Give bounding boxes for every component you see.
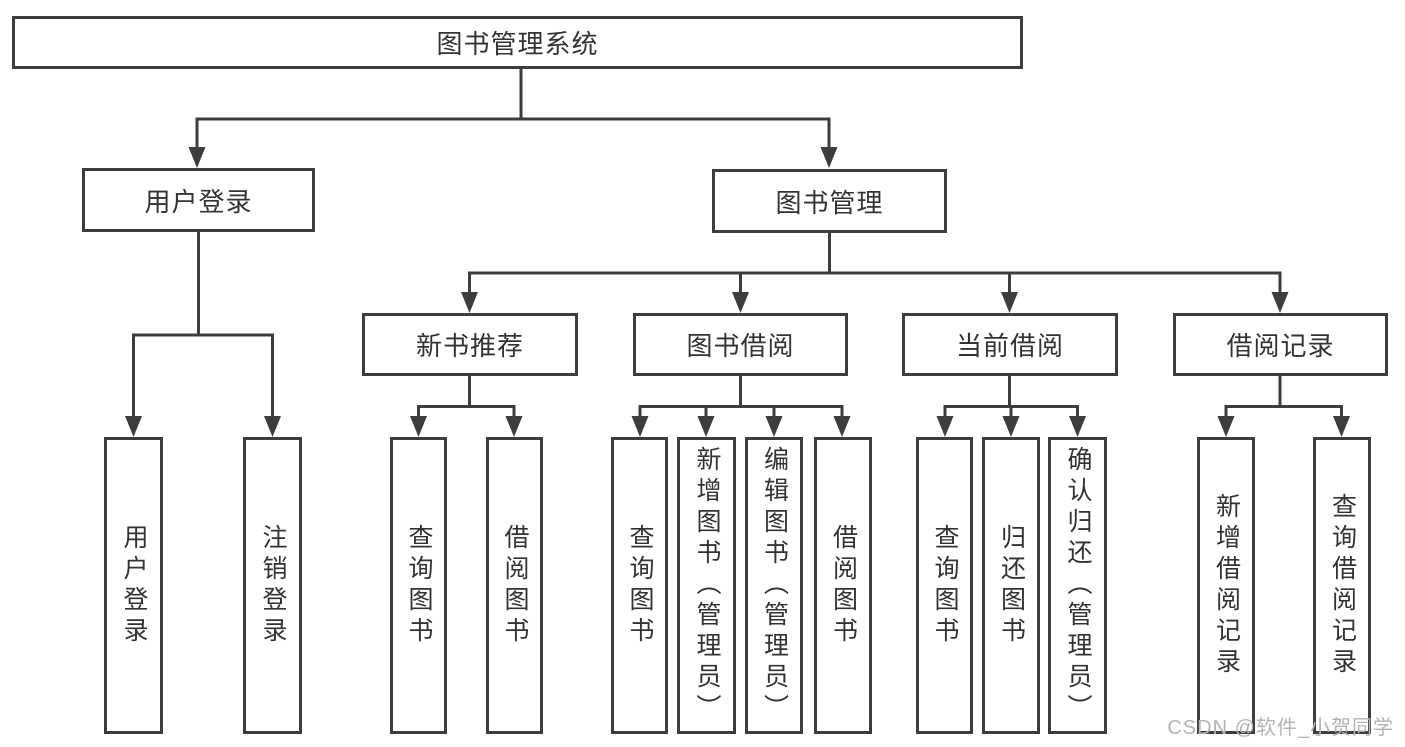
root-node-label: 图书管理系统 <box>436 29 599 59</box>
leaf-query-books-recommend-label: 查询图书 <box>405 523 433 648</box>
leaf-query-books-current: 查询图书 <box>916 437 973 734</box>
leaf-edit-books-admin: 编辑图书（管理员） <box>745 437 803 734</box>
node-book-management-label: 图书管理 <box>775 187 884 218</box>
node-current-borrow-label: 当前借阅 <box>955 331 1064 361</box>
leaf-user-login-label: 用户登录 <box>120 523 148 648</box>
node-user-login-label: 用户登录 <box>144 186 253 217</box>
leaf-query-books-recommend: 查询图书 <box>390 437 447 734</box>
leaf-add-books-admin-label: 新增图书（管理员） <box>693 446 721 725</box>
leaf-borrow-books-recommend: 借阅图书 <box>486 437 543 734</box>
arrowheads <box>125 147 1350 437</box>
root-node-library-management-system: 图书管理系统 <box>12 16 1023 69</box>
leaf-borrow-books: 借阅图书 <box>814 437 872 734</box>
leaf-edit-books-admin-label: 编辑图书（管理员） <box>760 446 789 725</box>
leaf-query-books-current-label: 查询图书 <box>931 523 959 648</box>
csdn-watermark: CSDN @软件_小贺同学 <box>1167 717 1394 739</box>
leaf-return-books-label: 归还图书 <box>997 523 1026 648</box>
node-borrow-records: 借阅记录 <box>1173 313 1388 376</box>
leaf-logout: 注销登录 <box>243 437 302 734</box>
node-new-book-recommend-label: 新书推荐 <box>415 331 524 361</box>
node-book-borrow: 图书借阅 <box>633 313 848 376</box>
leaf-query-borrow-record: 查询借阅记录 <box>1313 437 1371 734</box>
node-book-borrow-label: 图书借阅 <box>686 331 795 361</box>
leaf-query-books-borrow: 查询图书 <box>611 437 668 734</box>
leaf-borrow-books-label: 借阅图书 <box>829 523 858 648</box>
node-user-login: 用户登录 <box>82 168 315 232</box>
leaf-logout-label: 注销登录 <box>259 523 287 648</box>
leaf-add-borrow-record-label: 新增借阅记录 <box>1212 492 1241 679</box>
leaf-confirm-return-admin: 确认归还（管理员） <box>1048 437 1107 734</box>
leaf-query-borrow-record-label: 查询借阅记录 <box>1328 492 1357 679</box>
leaf-add-books-admin: 新增图书（管理员） <box>677 437 736 734</box>
node-new-book-recommend: 新书推荐 <box>362 313 578 376</box>
leaf-query-books-borrow-label: 查询图书 <box>626 523 654 648</box>
leaf-confirm-return-admin-label: 确认归还（管理员） <box>1064 446 1092 725</box>
node-borrow-records-label: 借阅记录 <box>1226 331 1335 361</box>
leaf-add-borrow-record: 新增借阅记录 <box>1197 437 1255 734</box>
leaf-user-login: 用户登录 <box>104 437 163 734</box>
leaf-return-books: 归还图书 <box>982 437 1040 734</box>
node-book-management: 图书管理 <box>712 169 947 233</box>
node-current-borrow: 当前借阅 <box>902 313 1118 376</box>
leaf-borrow-books-recommend-label: 借阅图书 <box>501 523 529 648</box>
